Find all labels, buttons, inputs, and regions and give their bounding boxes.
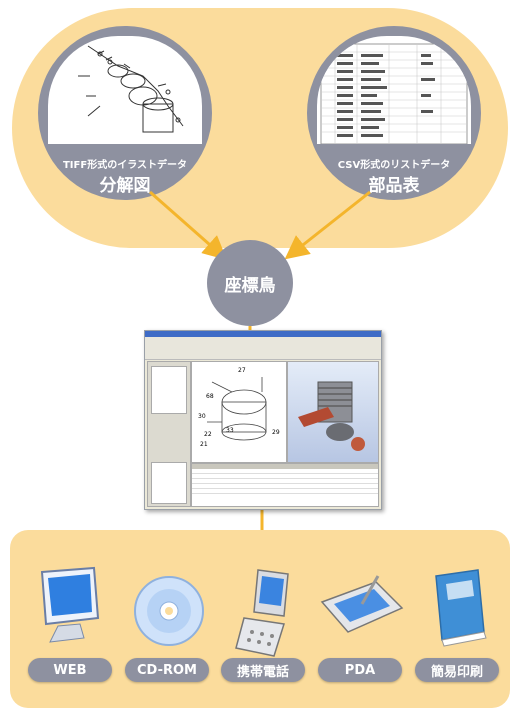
parts-table bbox=[191, 463, 379, 507]
cd-rom-icon bbox=[134, 576, 204, 646]
source-caption-small: TIFF形式のイラストデータ bbox=[62, 160, 187, 171]
source-caption-big: 分解図 bbox=[99, 176, 151, 196]
monitor-icon bbox=[40, 566, 100, 643]
toolbar bbox=[145, 337, 381, 360]
pda-icon bbox=[320, 575, 404, 633]
output-label-mobile: 携帯電話 bbox=[221, 658, 305, 682]
output-label-cd-rom: CD-ROM bbox=[125, 658, 209, 682]
source-caption-small: CSV形式のリストデータ bbox=[337, 160, 451, 171]
thumbnail-preview bbox=[151, 366, 187, 414]
callout-29: 29 bbox=[272, 429, 280, 436]
3d-model-view bbox=[287, 361, 379, 463]
callout-22: 22 bbox=[204, 431, 212, 438]
application-screenshot: 27 68 30 22 33 21 29 bbox=[144, 330, 382, 510]
book-icon bbox=[435, 569, 487, 647]
output-label-print: 簡易印刷 bbox=[415, 658, 499, 682]
left-panel bbox=[147, 361, 191, 507]
callout-33: 33 bbox=[226, 427, 234, 434]
callout-68: 68 bbox=[206, 393, 214, 400]
source-exploded-view: TIFF形式のイラストデータ 分解図 bbox=[38, 26, 212, 200]
exploded-drawing-icon bbox=[48, 36, 202, 144]
search-form bbox=[151, 462, 187, 504]
source-parts-list: CSV形式のリストデータ 部品表 bbox=[307, 26, 481, 200]
callout-30: 30 bbox=[198, 413, 206, 420]
drawing-view: 27 68 30 22 33 21 29 bbox=[191, 361, 287, 463]
output-label-pda: PDA bbox=[318, 658, 402, 682]
hub-node: 座標鳥 bbox=[207, 240, 293, 326]
output-label-web: WEB bbox=[28, 658, 112, 682]
callout-27: 27 bbox=[238, 367, 246, 374]
mobile-phone-icon bbox=[235, 569, 289, 657]
source-caption-big: 部品表 bbox=[368, 176, 420, 196]
window-titlebar bbox=[145, 331, 381, 337]
callout-21: 21 bbox=[200, 441, 208, 448]
spreadsheet-icon bbox=[317, 36, 471, 144]
